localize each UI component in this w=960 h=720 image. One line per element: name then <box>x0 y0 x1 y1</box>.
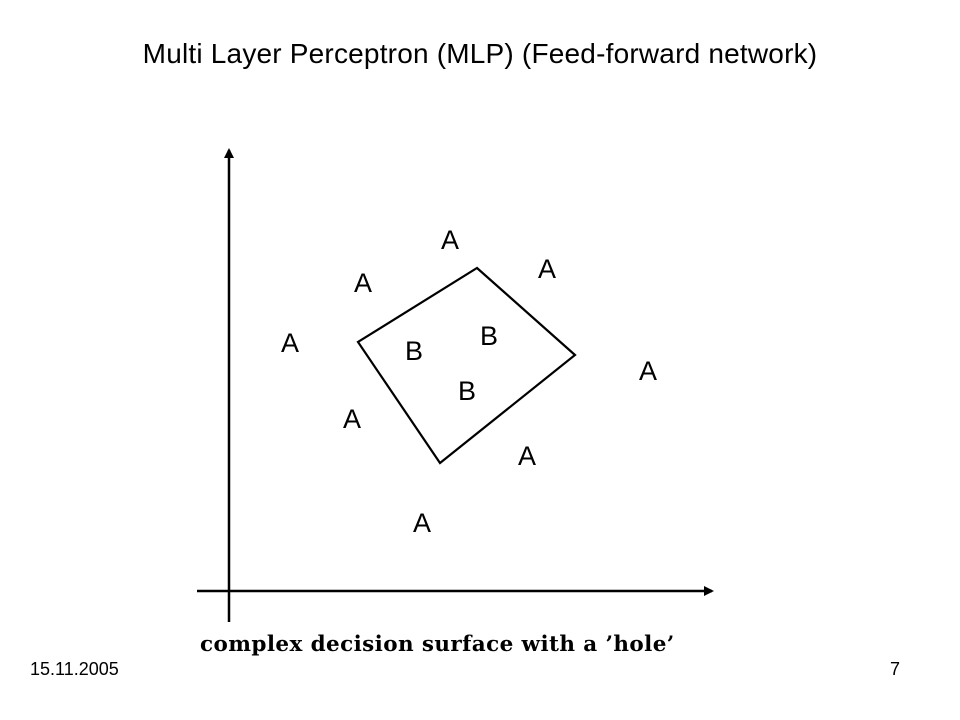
class-b-label: B <box>458 376 476 406</box>
decision-region-boundary <box>356 266 577 465</box>
class-a-label: A <box>281 328 299 358</box>
class-a-label: A <box>441 225 459 255</box>
slide-title: Multi Layer Perceptron (MLP) (Feed-forwa… <box>142 38 818 69</box>
class-a-label: A <box>518 441 536 471</box>
diagram-caption: complex decision surface with a ’hole’ <box>200 632 675 657</box>
class-a-label: A <box>413 508 431 538</box>
class-a-label: A <box>639 356 657 386</box>
page-number: 7 <box>890 659 901 679</box>
footer-date: 15.11.2005 <box>30 659 119 679</box>
class-b-label: B <box>480 321 498 351</box>
class-b-label: B <box>405 336 423 366</box>
class-a-label: A <box>538 254 556 284</box>
class-a-label: A <box>343 404 361 434</box>
class-a-label: A <box>354 268 372 298</box>
